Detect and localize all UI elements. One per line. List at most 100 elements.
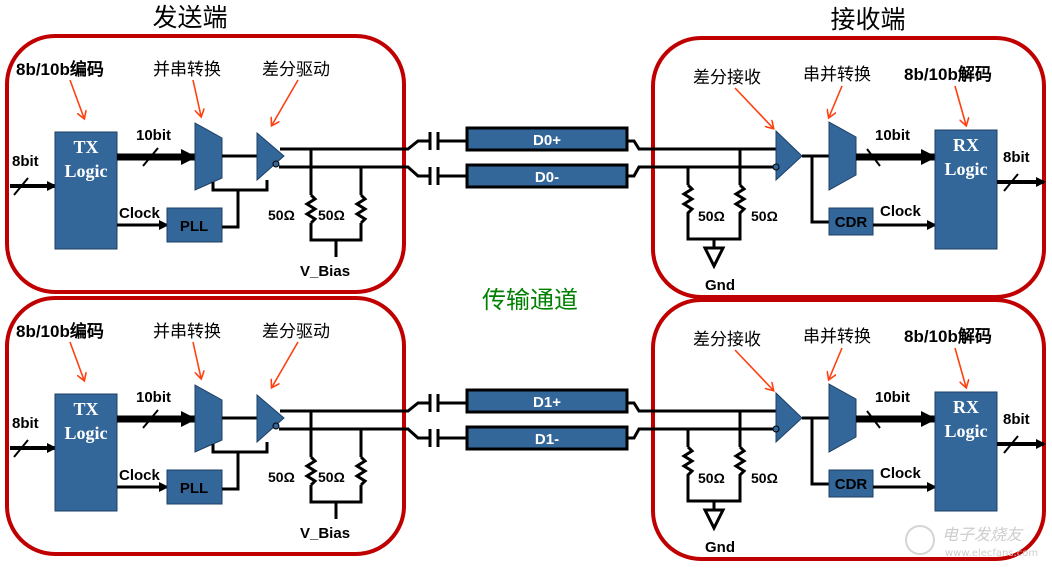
rx-parallel-bus-slash [866, 148, 881, 167]
rx-neg-wire [627, 165, 776, 178]
rx-logic-block [934, 129, 998, 250]
channel-pos-label: D0+ [533, 132, 561, 149]
rx-output-bus-slash [1003, 173, 1019, 192]
rx-resistor-2-label: 50Ω [751, 208, 778, 224]
rx-termination-taps [686, 149, 742, 185]
channel-neg-label: D0- [535, 169, 559, 186]
tx-serializer-arrow [192, 79, 201, 116]
rx-parallel-bus-label: 10bit [875, 389, 910, 406]
tx-parallel-bus-slash [142, 409, 159, 429]
rx-receiver-invert-bubble [772, 163, 780, 171]
rx-deserializer-mux [828, 121, 857, 191]
receiver-title: 接收端 [830, 5, 905, 34]
tx-bias-label: V_Bias [300, 263, 350, 280]
channel-neg-label: D1- [535, 431, 559, 448]
watermark: 电子发烧友 www.elecfans.com [905, 525, 1038, 559]
lane-0: 8b/10b编码并串转换差分驱动8bitTXLogic10bitClockPLL… [5, 34, 1046, 299]
rx-ground-label: Gnd [705, 277, 735, 294]
rx-output-bus-label: 8bit [1003, 411, 1030, 428]
tx-pos-wire [280, 139, 430, 151]
rx-clock-label: Clock [880, 465, 922, 482]
tx-driver-invert-bubble [272, 422, 280, 430]
tx-serializer-mux [194, 384, 223, 453]
rx-deserializer-mux [828, 383, 857, 453]
rx-termination-taps [686, 411, 742, 447]
rx-decode-label: 8b/10b解码 [904, 64, 992, 84]
tx-parallel-bus-slash [142, 147, 159, 167]
tx-input-bus-slash [13, 177, 29, 196]
rx-parallel-bus-slash [866, 410, 881, 429]
rx-cdr-feed-wire [810, 156, 829, 224]
tx-logic-title: TX [73, 137, 98, 157]
tx-driver-invert-bubble [272, 160, 280, 168]
rx-receiver-invert-bubble [772, 425, 780, 433]
channel-pos-line [465, 388, 629, 414]
rx-receiver-triangle [775, 391, 803, 444]
pll-block [166, 207, 223, 243]
tx-neg-wire [279, 427, 430, 440]
rx-resistor-2 [733, 445, 747, 489]
rx-decode-arrow [954, 347, 966, 387]
tx-input-bus-slash [13, 439, 29, 458]
tx-logic-subtitle: Logic [65, 161, 108, 181]
tx-clock-label: Clock [119, 467, 161, 484]
channel-title: 传输通道 [482, 286, 578, 314]
ground-icon [702, 246, 726, 270]
tx-bias-label: V_Bias [300, 525, 350, 542]
tx-resistor-2 [354, 193, 368, 225]
cdr-block [828, 469, 874, 498]
rx-deserializer-arrow [829, 347, 843, 379]
lane-1: 8b/10b编码并串转换差分驱动8bitTXLogic10bitClockPLL… [5, 296, 1046, 561]
rx-receiver-triangle [775, 129, 803, 182]
tx-logic-title: TX [73, 399, 98, 419]
rx-receiver-label: 差分接收 [693, 68, 761, 88]
pll-clock-distribution [211, 442, 269, 491]
rx-decode-arrow [954, 85, 966, 125]
tx-termination-taps [309, 149, 363, 195]
tx-driver-arrow [272, 79, 299, 125]
rx-deserializer-arrow [829, 85, 843, 117]
tx-termination-taps [309, 411, 363, 457]
cdr-label: CDR [835, 476, 868, 493]
watermark-url: www.elecfans.com [945, 548, 1038, 559]
rx-resistor-1-label: 50Ω [698, 470, 725, 486]
tx-encode-label: 8b/10b编码 [16, 59, 104, 79]
cdr-block [828, 207, 874, 236]
ac-coupling-cap-neg [428, 167, 467, 185]
watermark-brand: 电子发烧友 [942, 525, 1024, 544]
rx-resistor-1-label: 50Ω [698, 208, 725, 224]
pll-block [166, 469, 223, 505]
rx-logic-title: RX [953, 135, 979, 155]
channel-pos-label: D1+ [533, 394, 561, 411]
tx-serializer-label: 并串转换 [153, 322, 221, 342]
cdr-label: CDR [835, 214, 868, 231]
rx-logic-title: RX [953, 397, 979, 417]
rx-deserializer-label: 串并转换 [803, 65, 871, 85]
rx-resistor-1 [681, 183, 695, 227]
rx-resistor-2 [733, 183, 747, 227]
rx-parallel-bus-label: 10bit [875, 127, 910, 144]
tx-logic-block [54, 131, 118, 250]
tx-resistor-2-label: 50Ω [318, 469, 345, 485]
ground-icon [702, 508, 726, 532]
rx-resistor-2-label: 50Ω [751, 470, 778, 486]
tx-input-bus-label: 8bit [12, 153, 39, 170]
pll-label: PLL [180, 218, 208, 235]
tx-resistor-1-label: 50Ω [268, 469, 295, 485]
tx-resistor-1 [304, 193, 318, 225]
tx-neg-wire [279, 165, 430, 178]
rx-clock-label: Clock [880, 203, 922, 220]
rx-ground-label: Gnd [705, 539, 735, 556]
ac-coupling-cap-pos [428, 394, 467, 412]
tx-logic-subtitle: Logic [65, 423, 108, 443]
tx-frame [5, 296, 406, 556]
rx-receiver-arrow [734, 87, 773, 128]
rx-receiver-arrow [734, 349, 773, 390]
tx-driver-triangle [256, 393, 285, 444]
channel-pos-line [465, 126, 629, 152]
tx-resistor-2 [354, 455, 368, 487]
transmitter-title: 发送端 [152, 3, 227, 32]
tx-driver-label: 差分驱动 [262, 60, 330, 80]
tx-parallel-bus-label: 10bit [136, 389, 171, 406]
tx-encode-arrow [69, 341, 84, 380]
